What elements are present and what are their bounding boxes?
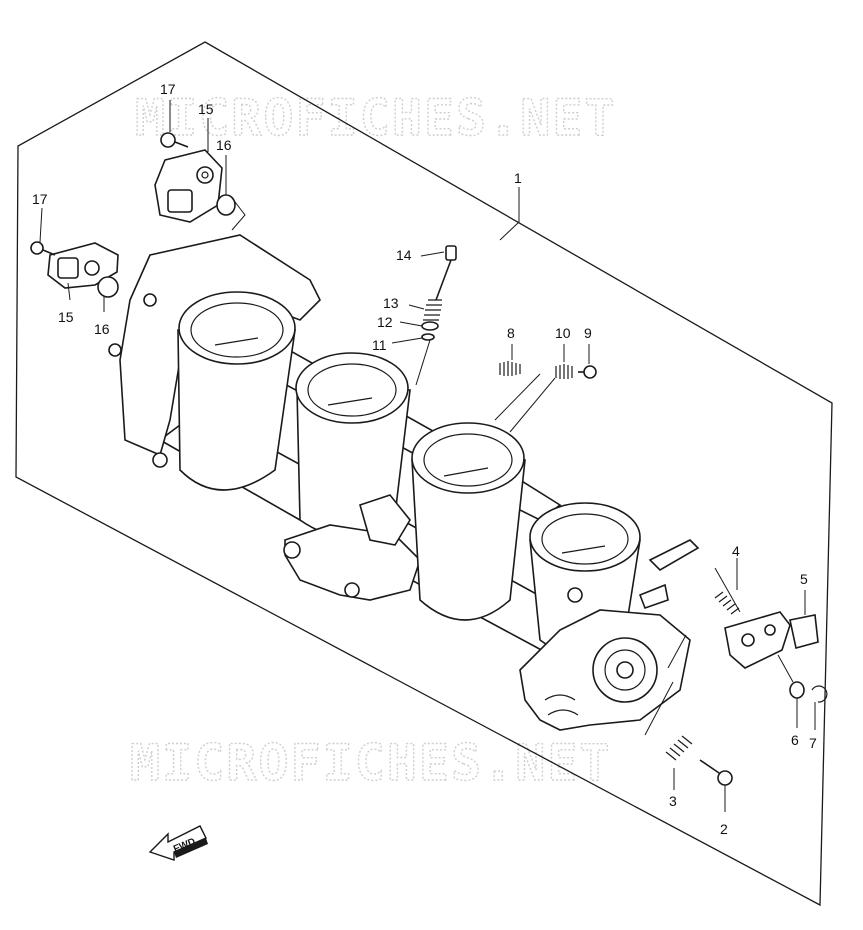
watermark-bottom: MICROFICHES.NET [130,734,612,792]
barrel-1 [177,291,296,491]
callout-16-o-ring-upper: 16 [216,137,232,153]
callout-2-screw: 2 [720,821,728,837]
spring-13 [423,299,442,321]
watermark-top: MICROFICHES.NET [135,89,617,147]
callout-10-spring: 10 [555,325,571,341]
barrel-3 [411,422,526,621]
o-ring-11 [421,333,435,341]
callout-11-o-ring: 11 [372,337,387,353]
callout-1-throttle-body-assembly: 1 [514,170,522,186]
o-ring-lower [97,276,119,298]
sensor-upper [154,149,223,223]
spring-8 [499,361,521,376]
washer-12 [421,321,439,331]
callout-9-screw: 9 [584,325,592,341]
callout-17-screw-lower: 17 [32,191,48,207]
callout-17-screw-upper: 17 [160,81,176,97]
callout-6-washer: 6 [791,732,799,748]
throttle-body [108,234,700,731]
screw-9 [578,365,597,379]
callout-4-spring: 4 [732,543,740,559]
spring-3 [665,735,693,761]
callout-8-spring: 8 [507,325,515,341]
spring-4 [714,591,740,615]
callout-5-bracket: 5 [800,571,808,587]
clip-7 [811,685,828,703]
bracket-5 [724,611,819,669]
callout-16-o-ring-lower: 16 [94,321,110,337]
sensor-lower [47,242,119,289]
screw-lower [30,241,56,256]
callout-14-adjust-screw: 14 [396,247,412,263]
spring-10 [555,364,573,379]
callout-15-sensor-lower: 15 [58,309,74,325]
adjust-screw [435,245,457,301]
callout-12-washer: 12 [377,314,393,330]
screw-upper [160,132,189,148]
callout-3-spring: 3 [669,793,677,809]
screw-2 [699,759,733,786]
callout-15-sensor-upper: 15 [198,101,214,117]
callout-13-spring: 13 [383,295,399,311]
fwd-arrow-icon: FWD [148,825,208,861]
washer-6 [789,681,805,699]
assembly-boundary [15,41,833,907]
callout-7-clip: 7 [809,735,817,751]
leader-lines [39,100,816,812]
